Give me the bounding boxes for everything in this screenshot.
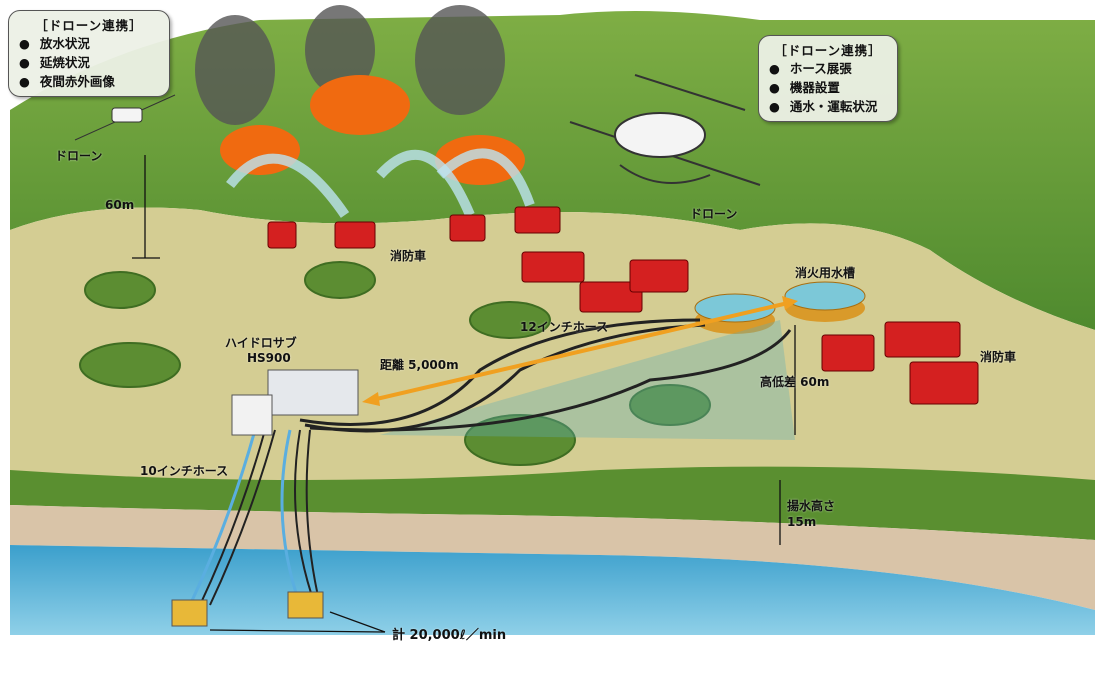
submersible-pump (171, 599, 208, 627)
drone-left (74, 94, 176, 141)
distance-arrow (371, 301, 789, 402)
callout-item: ホース展張 (769, 59, 887, 78)
callout-item: 夜間赤外画像 (19, 72, 159, 91)
hose-12-label: 12インチホース (520, 320, 609, 334)
elevation-label: 高低差 60m (760, 375, 830, 389)
total-flow-label: 計 20,000ℓ／min (392, 628, 507, 643)
drone-right-label: ドローン (690, 207, 738, 221)
tree-clumps (79, 261, 711, 466)
callout-item: 機器設置 (769, 78, 887, 97)
river (10, 545, 1095, 635)
water-tanks-label: 消火用水槽 (795, 266, 856, 280)
fire-trucks-label: 消防車 (390, 249, 427, 263)
callout-item: 通水・運転状況 (769, 97, 887, 116)
hydrosub-truck (231, 369, 359, 436)
callout-title: ［ドローン連携］ (774, 43, 882, 58)
hydrosub-model-label: HS900 (247, 351, 291, 365)
dimension-lines (132, 155, 796, 633)
drone-info-callout-right: ［ドローン連携］ ホース展張 機器設置 通水・運転状況 (758, 35, 898, 122)
submersible-pump (287, 591, 324, 619)
elevation-zone (380, 320, 795, 440)
callout-item: 延焼状況 (19, 53, 159, 72)
distance-label: 距離 5,000m (380, 358, 459, 372)
beach (10, 505, 1095, 610)
plain (10, 207, 1095, 500)
drone-right (569, 74, 761, 186)
fire-smoke (195, 5, 535, 218)
water-tanks (694, 281, 866, 334)
fire-trucks (267, 206, 979, 405)
fire-trucks-right-label: 消防車 (980, 350, 1017, 364)
lift-height-value: 15m (787, 515, 817, 529)
lift-height-label: 揚水高さ (787, 499, 836, 513)
drone-info-callout-left: ［ドローン連携］ 放水状況 延焼状況 夜間赤外画像 (8, 10, 170, 97)
callout-title: ［ドローン連携］ (35, 18, 143, 33)
hoses-10inch (188, 429, 302, 606)
drone-left-label: ドローン (55, 149, 103, 163)
hose-10-label: 10インチホース (140, 464, 229, 478)
hoses-12inch (299, 318, 792, 433)
hydrosub-name-label: ハイドロサブ (225, 336, 297, 350)
drone-height-label: 60m (105, 198, 135, 212)
callout-item: 放水状況 (19, 34, 159, 53)
